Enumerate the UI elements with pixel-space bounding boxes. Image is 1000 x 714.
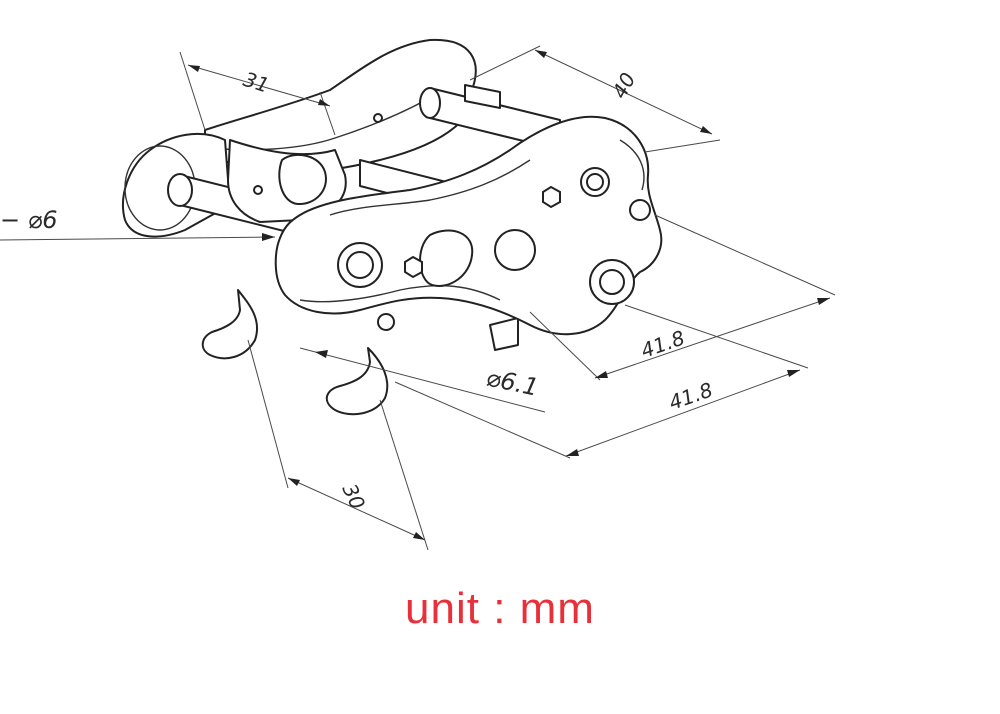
dimension-41-8-upper	[529, 214, 836, 381]
unit-caption: unit : mm	[405, 584, 595, 633]
dim-text-41-8-upper: 41.8	[638, 326, 688, 363]
hooks	[201, 289, 519, 416]
dim-text-pin-diameter: − ⌀6	[0, 206, 57, 234]
dimension-31	[179, 51, 336, 136]
front-plate-holes	[337, 167, 651, 331]
dimension-40	[469, 45, 721, 153]
dim-text-31: 31	[240, 67, 272, 98]
hole-diameter-leader	[299, 347, 546, 413]
dim-text-hole-diameter: ⌀6.1	[484, 363, 541, 401]
middle-body	[227, 139, 347, 223]
dimension-30	[247, 339, 429, 551]
dim-text-41-8-lower: 41.8	[666, 378, 716, 415]
dim-text-30: 30	[337, 480, 370, 513]
dimension-41-8-lower	[394, 304, 809, 459]
pin-diameter-leader	[0, 233, 276, 241]
